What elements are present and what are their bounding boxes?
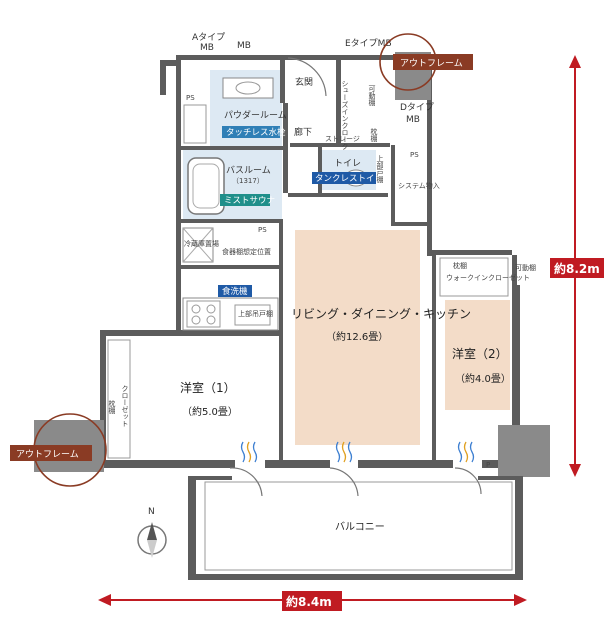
mb-d-label-1: Dタイプ	[400, 102, 434, 113]
ps-label-2: PS	[410, 151, 419, 159]
bathtub	[187, 157, 225, 215]
mb-d-label-2: MB	[406, 115, 420, 125]
kadodana-label-1: 可動棚	[368, 85, 376, 107]
vertical-dimension: 約8.2m	[550, 55, 604, 477]
p-label: P	[486, 461, 490, 469]
system-storage-label: システム物入	[398, 181, 440, 190]
ldk-label: リビング・ダイニング・キッチン	[291, 306, 471, 321]
yoshitsu2-label: 洋室（2）	[452, 346, 508, 361]
dish-cabinet-label: 食器棚想定位置	[222, 247, 271, 256]
fridge-label: 冷蔵庫置場	[184, 239, 219, 248]
makurado-label: 枕棚	[370, 127, 378, 143]
ldk-floor	[295, 230, 420, 445]
upper-cabinet-label: 上部吊戸棚	[238, 309, 273, 318]
room1-door	[229, 467, 263, 497]
toilet-label: トイレ	[334, 159, 361, 169]
yoshitsu2-floor	[445, 300, 510, 410]
dishwasher-tag	[218, 285, 252, 297]
compass-north-label: N	[148, 507, 155, 517]
jobu-todana-label: 上部戸棚	[376, 154, 384, 184]
dishwasher-text: 食洗機	[222, 286, 248, 297]
mb-a-label-1: Aタイプ	[192, 32, 225, 43]
bathroom-size: （1317）	[232, 177, 264, 185]
width-dimension-label: 約8.4m	[286, 594, 332, 609]
washer-space	[183, 104, 207, 144]
outframe-text-top: アウトフレーム	[400, 58, 463, 69]
kadodana-3-label: 可動棚	[515, 263, 536, 272]
closet-label: クローゼット	[121, 385, 129, 427]
touchless-faucet-tag	[222, 126, 280, 138]
storage-label: ストレージ	[325, 135, 360, 143]
yoshitsu1-size: （約5.0畳）	[182, 405, 238, 418]
entrance-door	[287, 57, 327, 97]
ps-label-1: PS	[186, 94, 195, 102]
genkan-label: 玄関	[295, 76, 313, 88]
mb-label: MB	[237, 41, 251, 51]
ldk-size: （約12.6畳）	[326, 330, 388, 343]
wic-makurado-label: 枕棚	[453, 261, 467, 270]
touchless-faucet-text: タッチレス水栓	[226, 127, 286, 138]
balcony-label: バルコニー	[335, 521, 385, 533]
yoshitsu1-label: 洋室（1）	[180, 380, 236, 395]
shoes-closet-label: シューズインクローク	[341, 80, 349, 150]
powder-room-label: パウダールーム	[224, 109, 287, 121]
roka-label: 廊下	[294, 126, 312, 138]
outframe-tag-top	[393, 54, 473, 70]
tankless-toilet-tag	[312, 172, 376, 184]
floor-heating-icons	[240, 441, 475, 463]
ldk-door	[329, 467, 359, 497]
outframe-text-left: アウトフレーム	[16, 449, 79, 460]
compass-icon: N	[137, 507, 167, 558]
yoshitsu2-size: （約4.0畳）	[455, 372, 511, 385]
mb-a-label-2: MB	[200, 43, 214, 53]
walk-in-closet-label: ウォークインクローゼット	[446, 273, 530, 282]
balcony-area	[204, 481, 513, 571]
bathroom-label: バスルーム	[226, 165, 271, 176]
walk-in-closet	[439, 257, 509, 297]
closet-r1	[107, 339, 131, 459]
tankless-toilet-text: タンクレストイレ	[315, 174, 383, 184]
mist-sauna-text: ミストサウナ	[224, 196, 275, 206]
mb-e-label: EタイプMB	[345, 38, 392, 49]
height-dimension-label: 約8.2m	[554, 261, 600, 276]
room2-door	[454, 467, 482, 495]
makurado-2-label: 枕棚	[108, 399, 116, 415]
horizontal-dimension: 約8.4m	[98, 591, 527, 611]
outframe-tag-left	[10, 445, 92, 461]
vanity-basin	[222, 77, 274, 99]
ps-label-3: PS	[258, 226, 267, 234]
mist-sauna-tag	[220, 194, 270, 206]
